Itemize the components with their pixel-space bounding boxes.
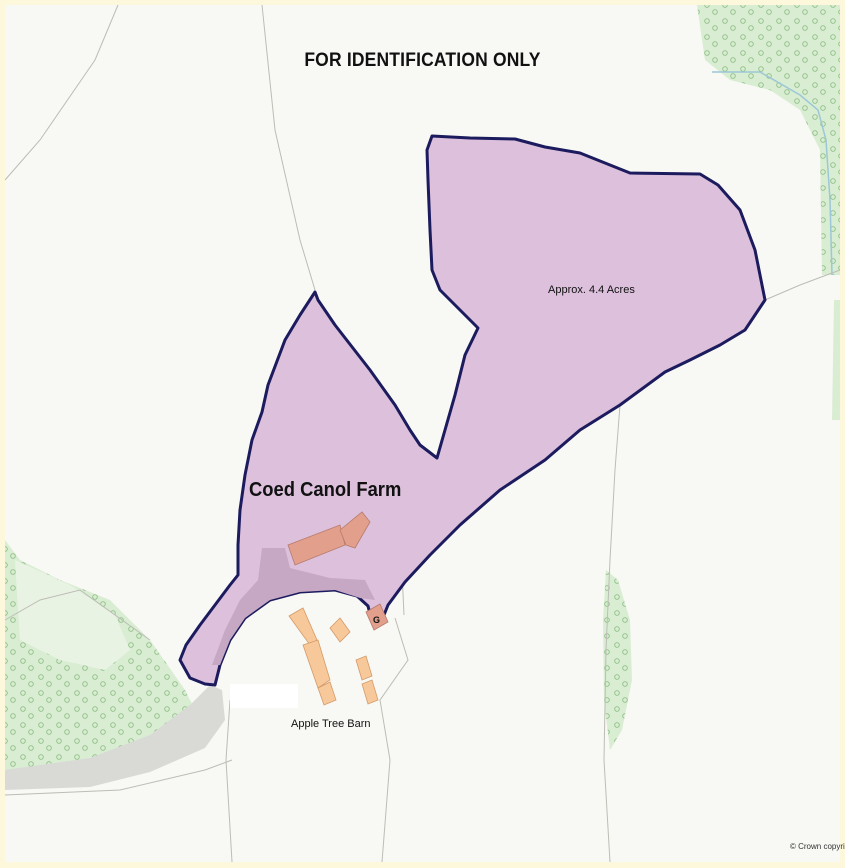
woodland-east-strip bbox=[832, 300, 840, 420]
area-label: Approx. 4.4 Acres bbox=[548, 284, 635, 296]
garage-label: G bbox=[373, 615, 381, 625]
apple-tree-barn-buildings bbox=[288, 607, 379, 706]
neighbor-property-label: Apple Tree Barn bbox=[291, 718, 371, 730]
access-track bbox=[5, 685, 225, 790]
farm-name-label: Coed Canol Farm bbox=[249, 479, 402, 501]
farm-garage bbox=[365, 603, 389, 631]
woodland-west-trees bbox=[5, 400, 200, 780]
farm-building-east bbox=[339, 511, 371, 549]
clearing-west bbox=[15, 560, 130, 670]
woodland-areas bbox=[5, 5, 840, 780]
farm-buildings bbox=[287, 511, 389, 631]
label-box bbox=[230, 684, 298, 708]
farm-yard bbox=[212, 548, 375, 665]
stream bbox=[712, 71, 833, 276]
copyright-notice: © Crown copyright bbox=[790, 842, 845, 851]
map-title: FOR IDENTIFICATION ONLY bbox=[304, 50, 541, 71]
farm-building-main bbox=[287, 524, 346, 566]
woodland-southeast-trees bbox=[603, 570, 632, 750]
